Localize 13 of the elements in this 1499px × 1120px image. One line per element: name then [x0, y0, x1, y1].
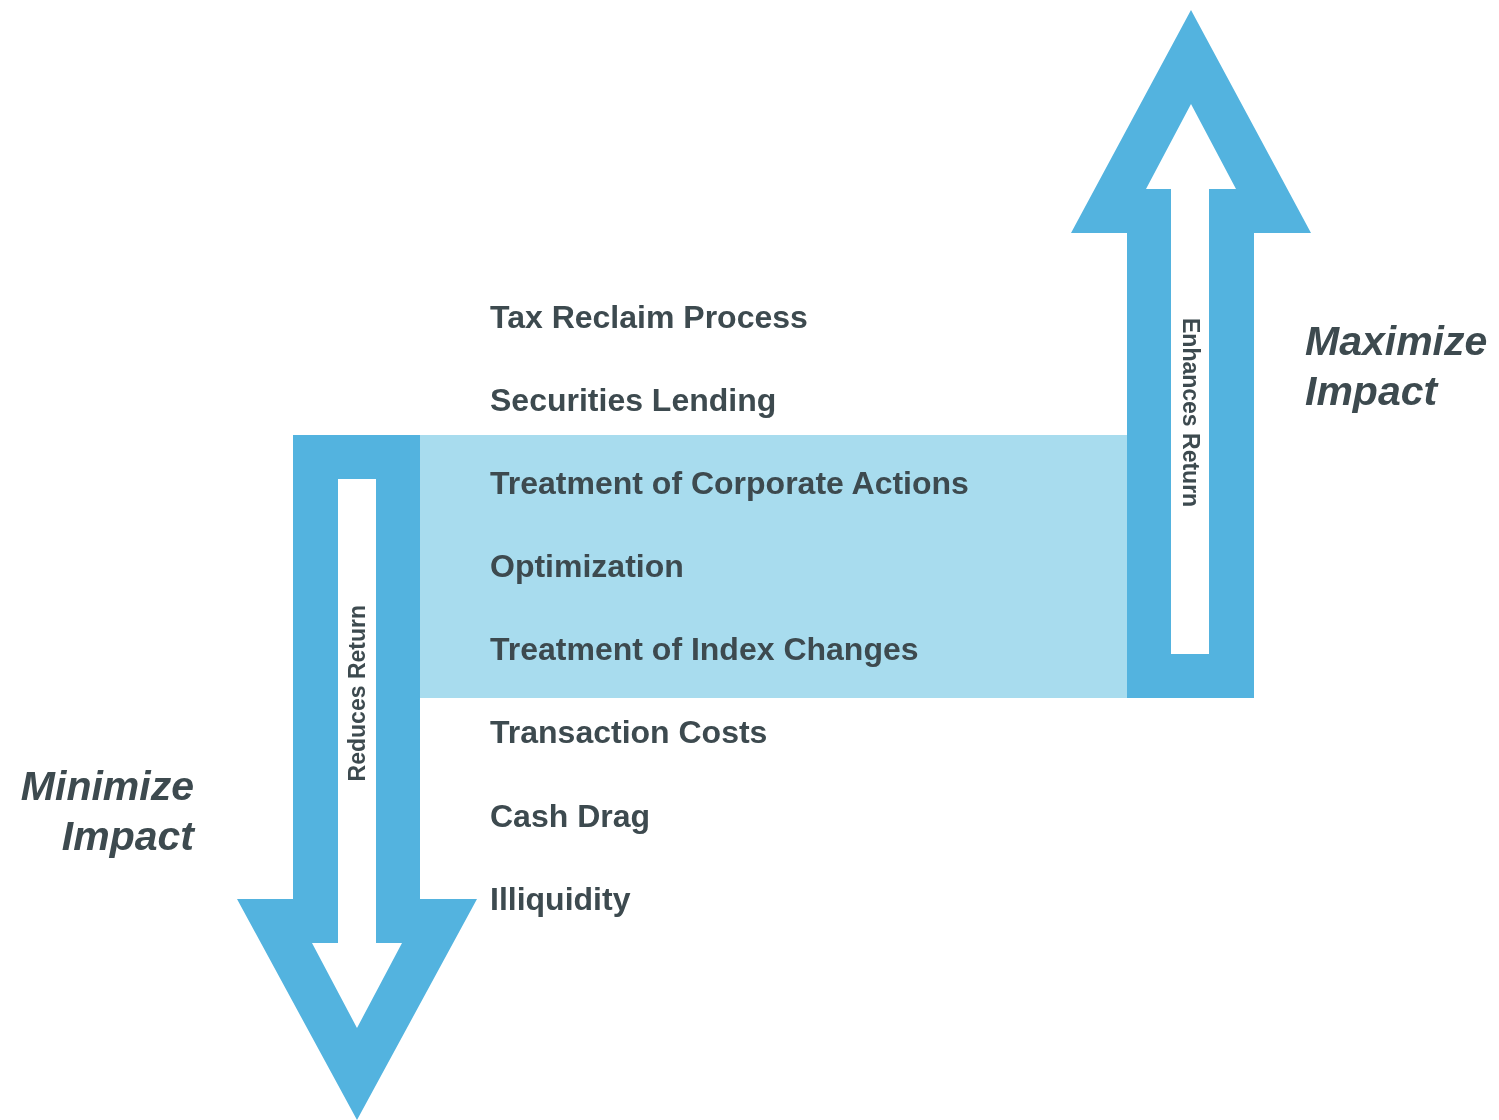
impact-heading: Maximize Impact: [1305, 317, 1489, 416]
factor-text: Treatment of Corporate Actions: [490, 464, 969, 502]
highlight-band: [420, 435, 1127, 698]
factor-text: Illiquidity: [490, 880, 631, 918]
factor-text: Cash Drag: [490, 797, 651, 835]
impact-heading: Minimize Impact: [19, 762, 194, 861]
factor-text: Transaction Costs: [490, 713, 768, 751]
factor-text: Treatment of Index Changes: [490, 630, 919, 668]
arrow-label: Reduces Return: [344, 605, 370, 782]
factor-text: Securities Lending: [490, 381, 777, 419]
arrow-label: Enhances Return: [1178, 318, 1204, 508]
factor-text: Tax Reclaim Process: [490, 298, 808, 336]
factor-text: Optimization: [490, 547, 684, 585]
